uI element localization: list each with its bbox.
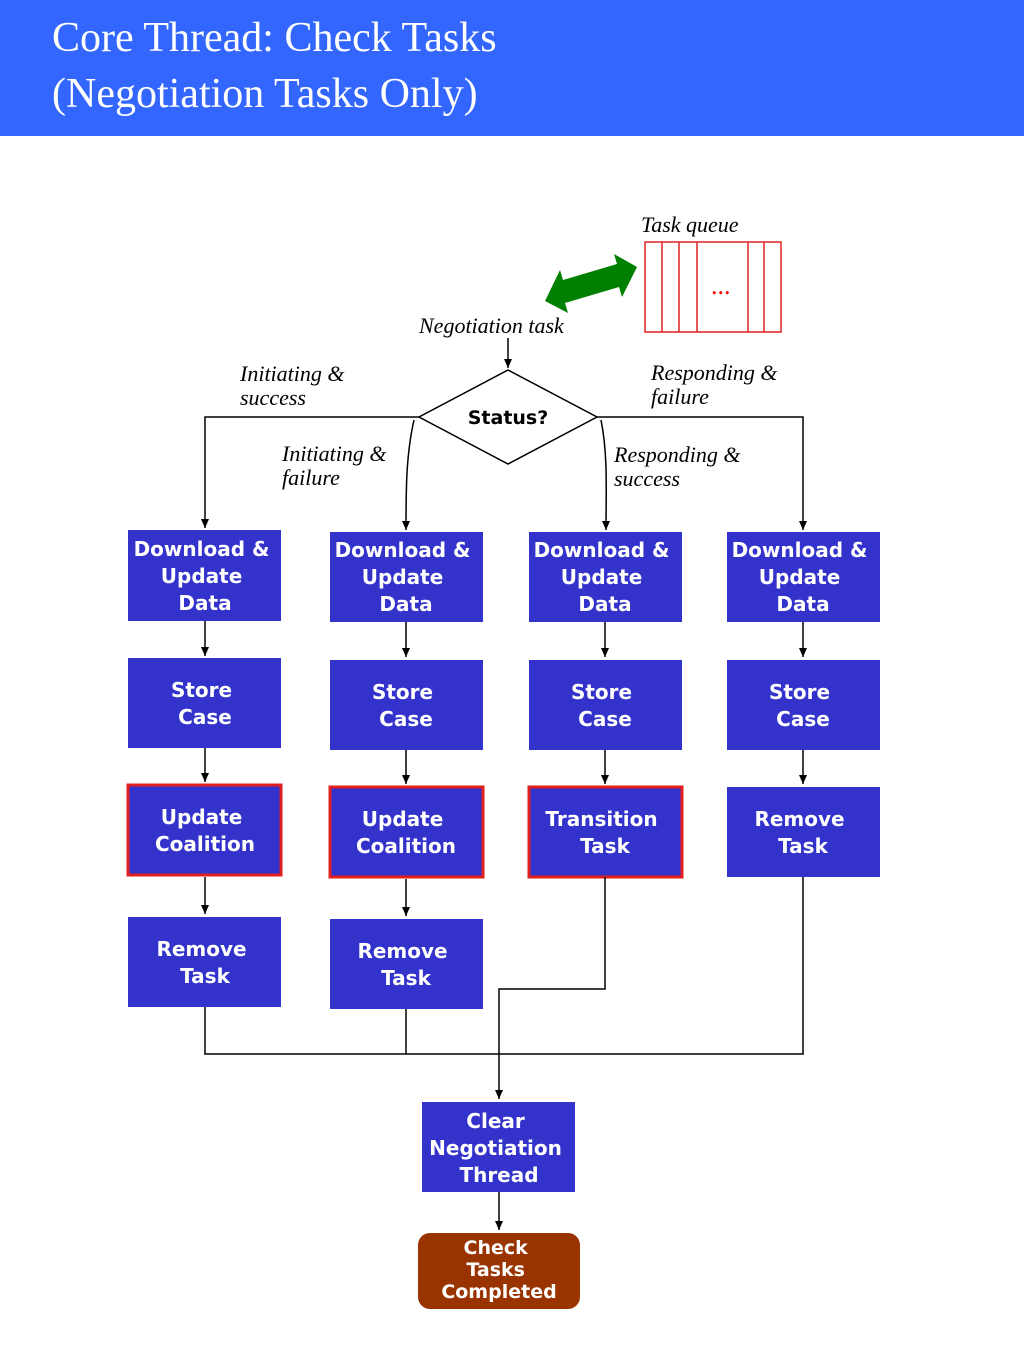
store-case-label: Store Case xyxy=(769,680,837,731)
transition-task-label: Transition Task xyxy=(545,807,664,858)
download-update-data-box xyxy=(128,530,281,621)
download-update-data-label: Download & Update Data xyxy=(335,538,478,616)
update-coalition-box xyxy=(126,783,283,877)
branch-label-responding-success: Responding & success xyxy=(613,442,746,491)
clear-negotiation-thread-label: Clear Negotiation Thread xyxy=(429,1109,569,1187)
branch-label-initiating-success: Initiating & success xyxy=(239,361,350,410)
store-case-label: Store Case xyxy=(372,680,440,731)
download-update-data-label: Download & Update Data xyxy=(732,538,875,616)
column-initiating-failure: Download & Update Data Store Case Update… xyxy=(328,532,485,1009)
store-case-box xyxy=(330,660,483,750)
download-update-data-label: Download & Update Data xyxy=(534,538,677,616)
store-case-box xyxy=(529,660,682,750)
negotiation-task-label: Negotiation task xyxy=(418,313,565,338)
task-queue: ... xyxy=(644,241,782,333)
slide-title: Core Thread: Check Tasks (Negotiation Ta… xyxy=(52,10,497,122)
download-update-data-box xyxy=(529,532,682,622)
remove-task-box xyxy=(128,917,281,1007)
check-tasks-completed-label: Check Tasks Completed xyxy=(441,1237,556,1303)
status-decision xyxy=(417,369,599,465)
transition-task-box xyxy=(527,785,684,879)
store-case-label: Store Case xyxy=(571,680,639,731)
remove-task-label: Remove Task xyxy=(357,939,454,990)
store-case-box xyxy=(128,658,281,748)
download-update-data-box xyxy=(727,532,880,622)
remove-task-label: Remove Task xyxy=(754,807,851,858)
title-line-2: (Negotiation Tasks Only) xyxy=(52,71,478,117)
store-case-label: Store Case xyxy=(171,678,239,729)
update-coalition-label: Update Coalition xyxy=(155,805,255,856)
download-update-data-label: Download & Update Data xyxy=(134,537,277,615)
remove-task-label: Remove Task xyxy=(156,937,253,988)
task-queue-label: Task queue xyxy=(641,212,739,237)
column-responding-success: Download & Update Data Store Case Transi… xyxy=(527,532,684,879)
double-arrow-icon xyxy=(545,254,637,313)
branch-label-initiating-failure: Initiating & failure xyxy=(281,441,392,490)
column-responding-failure: Download & Update Data Store Case Remove… xyxy=(727,532,880,877)
title-line-1: Core Thread: Check Tasks xyxy=(52,15,497,61)
status-label: Status? xyxy=(468,407,549,429)
download-update-data-box xyxy=(330,532,483,622)
clear-negotiation-thread-box xyxy=(422,1102,575,1192)
store-case-box xyxy=(727,660,880,750)
remove-task-box xyxy=(727,787,880,877)
update-coalition-label: Update Coalition xyxy=(356,807,456,858)
check-tasks-completed-box xyxy=(418,1233,580,1309)
task-queue-dots: ... xyxy=(711,271,731,300)
title-bar: Core Thread: Check Tasks (Negotiation Ta… xyxy=(0,0,1024,136)
column-initiating-success: Download & Update Data Store Case Update… xyxy=(126,530,283,1007)
remove-task-box xyxy=(330,919,483,1009)
update-coalition-box xyxy=(328,785,485,879)
branch-label-responding-failure: Responding & failure xyxy=(650,360,783,409)
